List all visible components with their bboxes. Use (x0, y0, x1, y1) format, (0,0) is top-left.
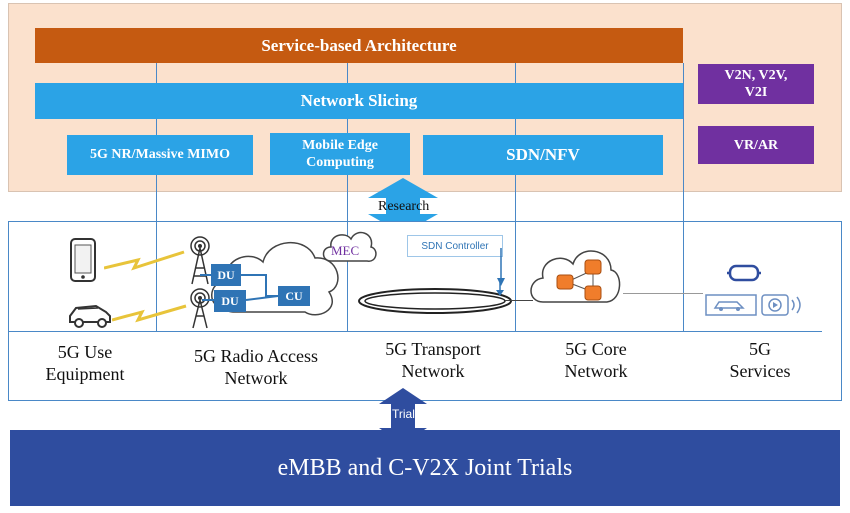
section-label-radio-access: 5G Radio Access Network (170, 345, 342, 389)
video-play-icon (761, 294, 801, 316)
service-based-architecture-bar: Service-based Architecture (35, 28, 683, 63)
sdn-controller-box: SDN Controller (407, 235, 503, 257)
section-label-line: 5G Transport (385, 339, 481, 359)
link-line (623, 293, 703, 294)
section-label-core: 5G Core Network (526, 338, 666, 382)
divider-line (347, 222, 348, 331)
ran-links (200, 274, 279, 301)
wireless-link-icon (112, 304, 187, 323)
wireless-link-icon (104, 250, 185, 271)
smartphone-icon (70, 238, 96, 282)
section-label-line: 5G (749, 339, 771, 359)
section-label-line: Equipment (45, 364, 125, 384)
joint-trials-title: eMBB and C-V2X Joint Trials (277, 454, 573, 481)
section-label-line: Network (564, 361, 628, 381)
nr-massive-mimo-box: 5G NR/Massive MIMO (67, 135, 253, 175)
divider-line (347, 63, 348, 331)
joint-trials-bar: eMBB and C-V2X Joint Trials (10, 430, 840, 506)
divider-line (156, 222, 157, 331)
connected-car-icon (705, 294, 757, 316)
network-panel-baseline (8, 331, 822, 332)
v2x-box: V2N, V2V, V2I (698, 64, 814, 104)
trial-label: Trial (392, 407, 415, 421)
du-box: DU (214, 290, 246, 312)
cu-box: CU (278, 286, 310, 306)
mobile-edge-computing-box: Mobile Edge Computing (270, 133, 410, 175)
section-label-line: 5G Radio Access (194, 346, 318, 366)
divider-line (683, 63, 684, 331)
research-label: Research (378, 199, 430, 214)
research-arrow (368, 178, 438, 234)
car-icon (69, 304, 111, 328)
v2x-line2: V2I (744, 85, 768, 100)
divider-line (683, 222, 684, 331)
divider-line (515, 63, 516, 331)
section-label-line: Network (224, 368, 288, 388)
link-line (505, 300, 533, 301)
mec-box-line2: Computing (306, 155, 374, 170)
section-label-line: Services (729, 361, 791, 381)
mec-box-line1: Mobile Edge (302, 138, 378, 153)
divider-line (515, 222, 516, 331)
section-label-services: 5G Services (700, 338, 820, 382)
section-label-use-equipment: 5G Use Equipment (22, 341, 148, 385)
section-label-transport: 5G Transport Network (358, 338, 508, 382)
mec-cloud (322, 231, 377, 262)
section-label-line: Network (401, 361, 465, 381)
divider-line (156, 63, 157, 331)
section-label-line: 5G Use (57, 342, 113, 362)
vr-headset-icon (727, 264, 761, 282)
mec-label: MEC (331, 243, 360, 258)
sdn-nfv-box: SDN/NFV (423, 135, 663, 175)
antenna-tower-icon (190, 236, 210, 285)
sdn-control-line (497, 248, 505, 286)
core-network-cloud (530, 250, 621, 303)
du-box: DU (211, 264, 241, 286)
section-label-line: 5G Core (565, 339, 627, 359)
transport-ring (358, 282, 512, 314)
v2x-line1: V2N, V2V, (724, 68, 788, 83)
vr-ar-box: VR/AR (698, 126, 814, 164)
antenna-tower-icon (190, 288, 210, 329)
network-slicing-bar: Network Slicing (35, 83, 683, 119)
